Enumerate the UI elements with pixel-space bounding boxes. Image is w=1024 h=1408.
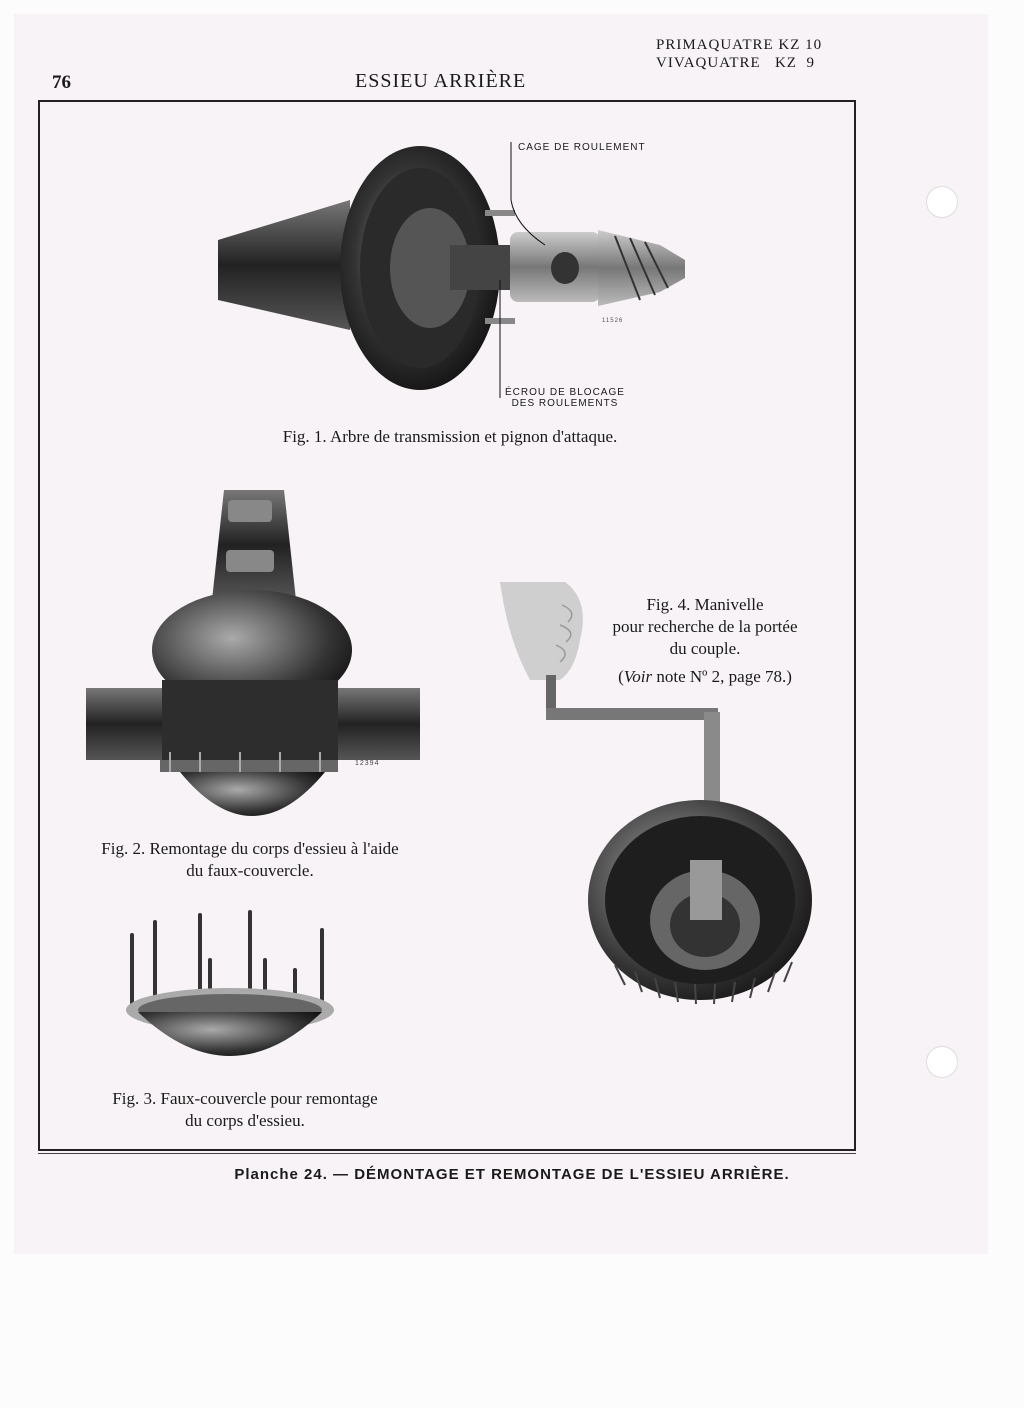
fig1-label-ecrou: ÉCROU DE BLOCAGE DES ROULEMENTS [505,387,625,409]
fig4-note: (Voir note Nº 2, page 78.) [590,666,820,688]
fig1-label-cage: CAGE DE ROULEMENT [518,142,646,153]
fig2-caption-line2: du faux-couvercle. [186,861,314,880]
fig4-caption-line2: pour recherche de la portée [612,617,798,636]
binder-hole-top [926,186,958,218]
fig4-caption-line1: Fig. 4. Manivelle [646,595,764,614]
plate-heading: DÉMONTAGE ET REMONTAGE DE L'ESSIEU ARRIÈ… [354,1166,790,1183]
fig2-caption: Fig. 2. Remontage du corps d'essieu à l'… [80,838,420,882]
fig1-caption: Fig. 1. Arbre de transmission et pignon … [282,427,618,446]
page-number: 76 [52,72,71,93]
fig4-note-rest: note Nº 2, page 78.) [656,667,792,686]
model-vivaquatre: VIVAQUATRE KZ 9 [656,55,815,71]
plate-title: Planche 24. — DÉMONTAGE ET REMONTAGE DE … [0,1166,1024,1183]
binder-hole-bottom [926,1046,958,1078]
fig3-caption-line1: Fig. 3. Faux-couvercle pour remontage [112,1089,378,1108]
model-primaquatre: PRIMAQUATRE KZ 10 [656,37,823,53]
frame-bottom-rule [38,1153,856,1154]
fig1-label-ecrou-line2: DES ROULEMENTS [511,398,619,409]
figure-frame [38,100,856,1151]
fig4-note-open: ( [618,667,624,686]
section-title: ESSIEU ARRIÈRE [355,70,527,92]
fig2-photo-number: 12394 [355,760,380,767]
fig2-caption-line1: Fig. 2. Remontage du corps d'essieu à l'… [101,839,399,858]
fig4-caption-line3: du couple. [669,639,741,658]
fig3-caption-line2: du corps d'essieu. [185,1111,305,1130]
fig4-note-italic: Voir [623,667,653,686]
fig4-caption: Fig. 4. Manivelle pour recherche de la p… [590,594,820,688]
fig1-label-ecrou-line1: ÉCROU DE BLOCAGE [505,387,625,398]
fig1-photo-number: 11526 [602,318,624,324]
fig3-caption: Fig. 3. Faux-couvercle pour remontage du… [95,1088,395,1132]
plate-number: Planche 24. — [234,1166,350,1183]
model-list: PRIMAQUATRE KZ 10 VIVAQUATRE KZ 9 [656,36,822,72]
